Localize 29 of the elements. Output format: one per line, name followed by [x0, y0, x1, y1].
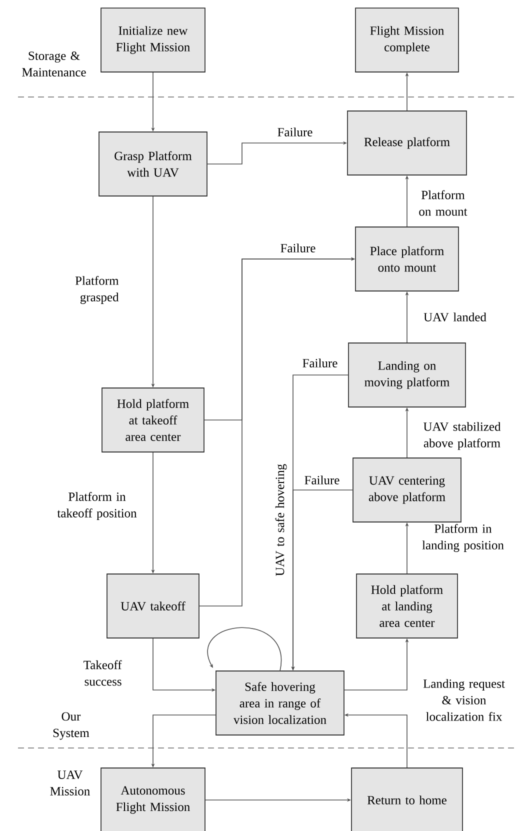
edge-label: Platform on mount	[419, 190, 468, 216]
arrow	[207, 627, 282, 672]
edge-label: Failure	[304, 476, 340, 484]
trunk-label: UAV to safe hovering	[275, 464, 287, 576]
edge-label: Platform grasped	[75, 276, 119, 304]
edge-label: Platform in takeoff position	[57, 492, 137, 520]
process-box: Landing on moving platform	[348, 342, 466, 408]
process-box: Hold platform at takeoff area center	[102, 388, 204, 452]
process-box: Flight Mission complete	[355, 8, 459, 72]
process-box: UAV takeoff	[106, 574, 200, 638]
edge-label: Failure	[278, 128, 312, 136]
process-box: UAV centering above platform	[352, 458, 462, 522]
edge-label: Failure	[280, 244, 316, 252]
process-box: Autonomous Flight Mission	[100, 768, 206, 831]
edge-label: UAV stabilized above platform	[424, 422, 501, 450]
section-label: Storage & Maintenance	[22, 52, 86, 76]
process-box: Grasp Platform with UAV	[98, 132, 208, 196]
section-label: Our System	[53, 712, 90, 740]
edge-label: Platform in landing position	[422, 524, 504, 552]
edge-label: Takeoff success	[84, 660, 122, 686]
process-box: Place platform onto mount	[355, 226, 459, 292]
edge-label: Landing request & vision localization fix	[423, 679, 505, 721]
process-box: Release platform	[347, 110, 467, 176]
process-box: Hold platform at landing area center	[356, 574, 458, 638]
process-box: Return to home	[351, 768, 463, 831]
edge-label: Failure	[302, 358, 338, 368]
edge-label: UAV landed	[424, 312, 486, 322]
process-box: Safe hovering area in range of vision localization	[216, 670, 344, 736]
process-box: Initialize new Flight Mission	[100, 8, 206, 72]
